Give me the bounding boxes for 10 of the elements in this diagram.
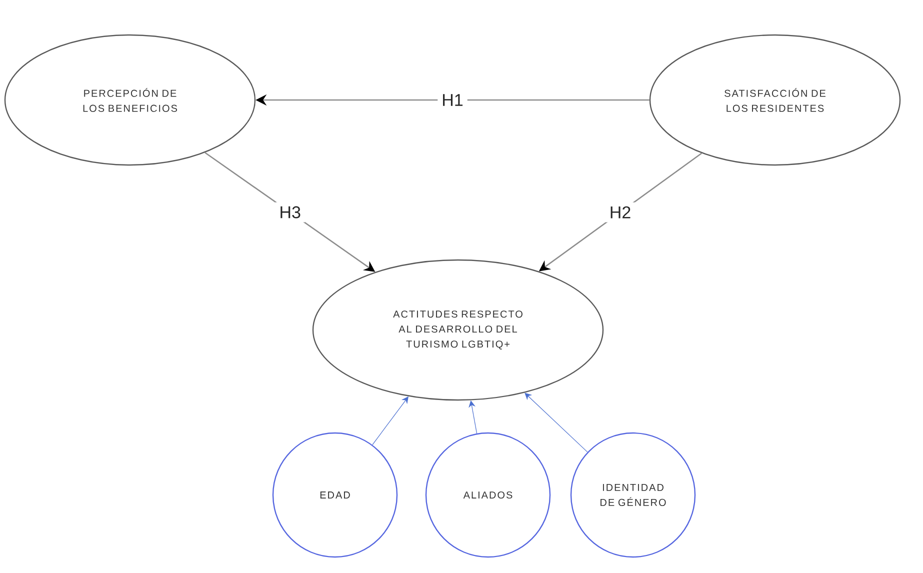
edge-label: H3 [275,202,305,222]
ellipse-node: SATISFACCIÓN DE LOS RESIDENTES [649,34,901,166]
circle-node: EDAD [272,432,398,558]
ellipse-node: PERCEPCIÓN DE LOS BENEFICIOS [4,34,256,166]
edge-label: H1 [438,90,468,110]
edge-label: H2 [605,202,636,222]
circle-node: IDENTIDAD DE GÉNERO [570,432,696,558]
circle-node: ALIADOS [425,432,551,558]
arrow [524,392,588,452]
ellipse-node: ACTITUDES RESPECTO AL DESARROLLO DEL TURISMO LGBTIQ+ [312,259,604,401]
